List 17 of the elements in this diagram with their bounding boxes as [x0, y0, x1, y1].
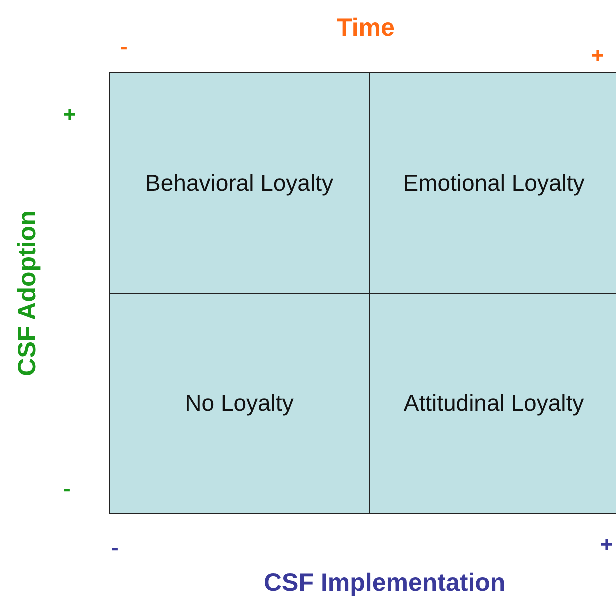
quadrant-box — [369, 72, 616, 294]
axis-title: Time — [337, 14, 395, 42]
quadrant-box — [109, 72, 370, 294]
quadrant-box — [369, 293, 616, 514]
axis-title: CSF Adoption — [13, 210, 42, 376]
quadrant-label: Behavioral Loyalty — [146, 170, 334, 196]
quadrant-box — [109, 293, 370, 514]
quadrant-label: Attitudinal Loyalty — [404, 390, 584, 417]
axis-sign: - — [120, 34, 128, 60]
axis-sign: + — [64, 102, 76, 128]
quadrant-label: Emotional Loyalty — [403, 170, 585, 196]
axis-sign: - — [112, 535, 119, 561]
axis-sign: + — [592, 43, 604, 69]
axis-sign: - — [64, 476, 71, 502]
axis-sign: + — [600, 532, 614, 558]
axis-title: CSF Implementation — [264, 568, 506, 598]
quadrant-label: No Loyalty — [185, 390, 294, 417]
